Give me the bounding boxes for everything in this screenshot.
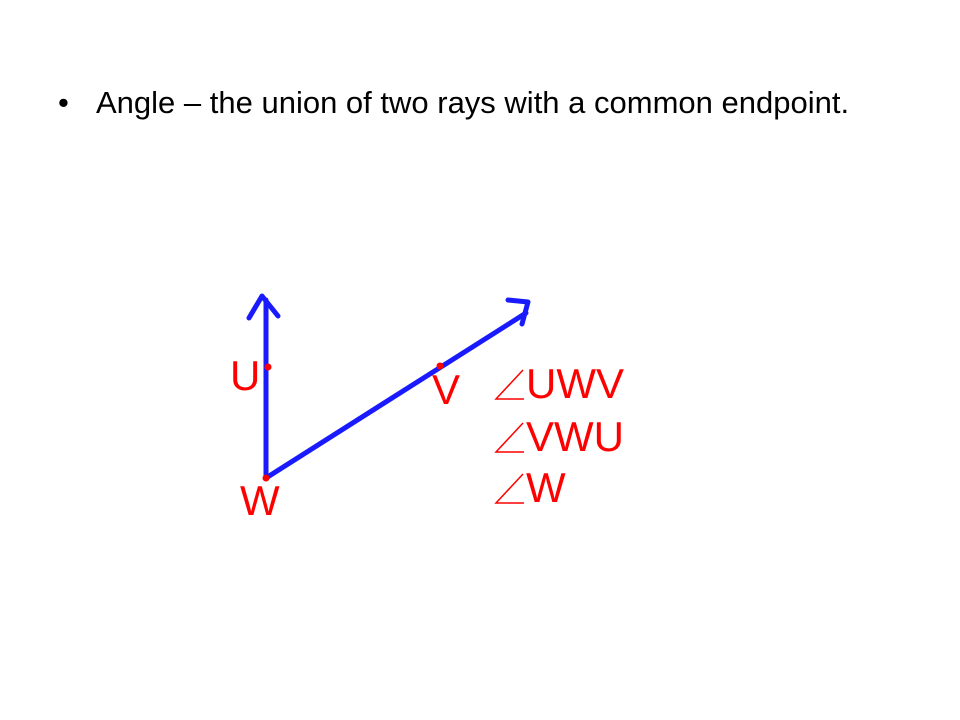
angle-name-text: VWU: [526, 413, 624, 460]
angle-name-2: VWU: [494, 413, 624, 460]
bullet-marker: •: [58, 85, 69, 120]
ray-wu-arrowhead: [246, 293, 281, 321]
angle-name-1: UWV: [494, 360, 624, 407]
angle-symbol-icon: [494, 473, 524, 504]
point-w: [262, 474, 270, 482]
point-u: [264, 363, 272, 371]
ray-wv-arrowhead: [505, 297, 531, 327]
ray-wu: [246, 293, 281, 481]
bullet-list: • Angle – the union of two rays with a c…: [58, 80, 878, 126]
angle-name-3: W: [494, 464, 566, 511]
ray-wv-line: [263, 310, 529, 481]
bullet-item-angle-definition: • Angle – the union of two rays with a c…: [58, 80, 878, 126]
ray-wv: [263, 297, 531, 481]
point-v: [436, 362, 444, 370]
bullet-text: Angle – the union of two rays with a com…: [96, 85, 850, 120]
label-u: U: [230, 352, 260, 399]
label-w: W: [240, 477, 280, 524]
angle-name-text: W: [526, 464, 566, 511]
label-v: V: [432, 366, 460, 413]
angle-name-text: UWV: [526, 360, 624, 407]
angle-symbol-icon: [494, 369, 524, 400]
angle-symbol-icon: [494, 422, 524, 453]
